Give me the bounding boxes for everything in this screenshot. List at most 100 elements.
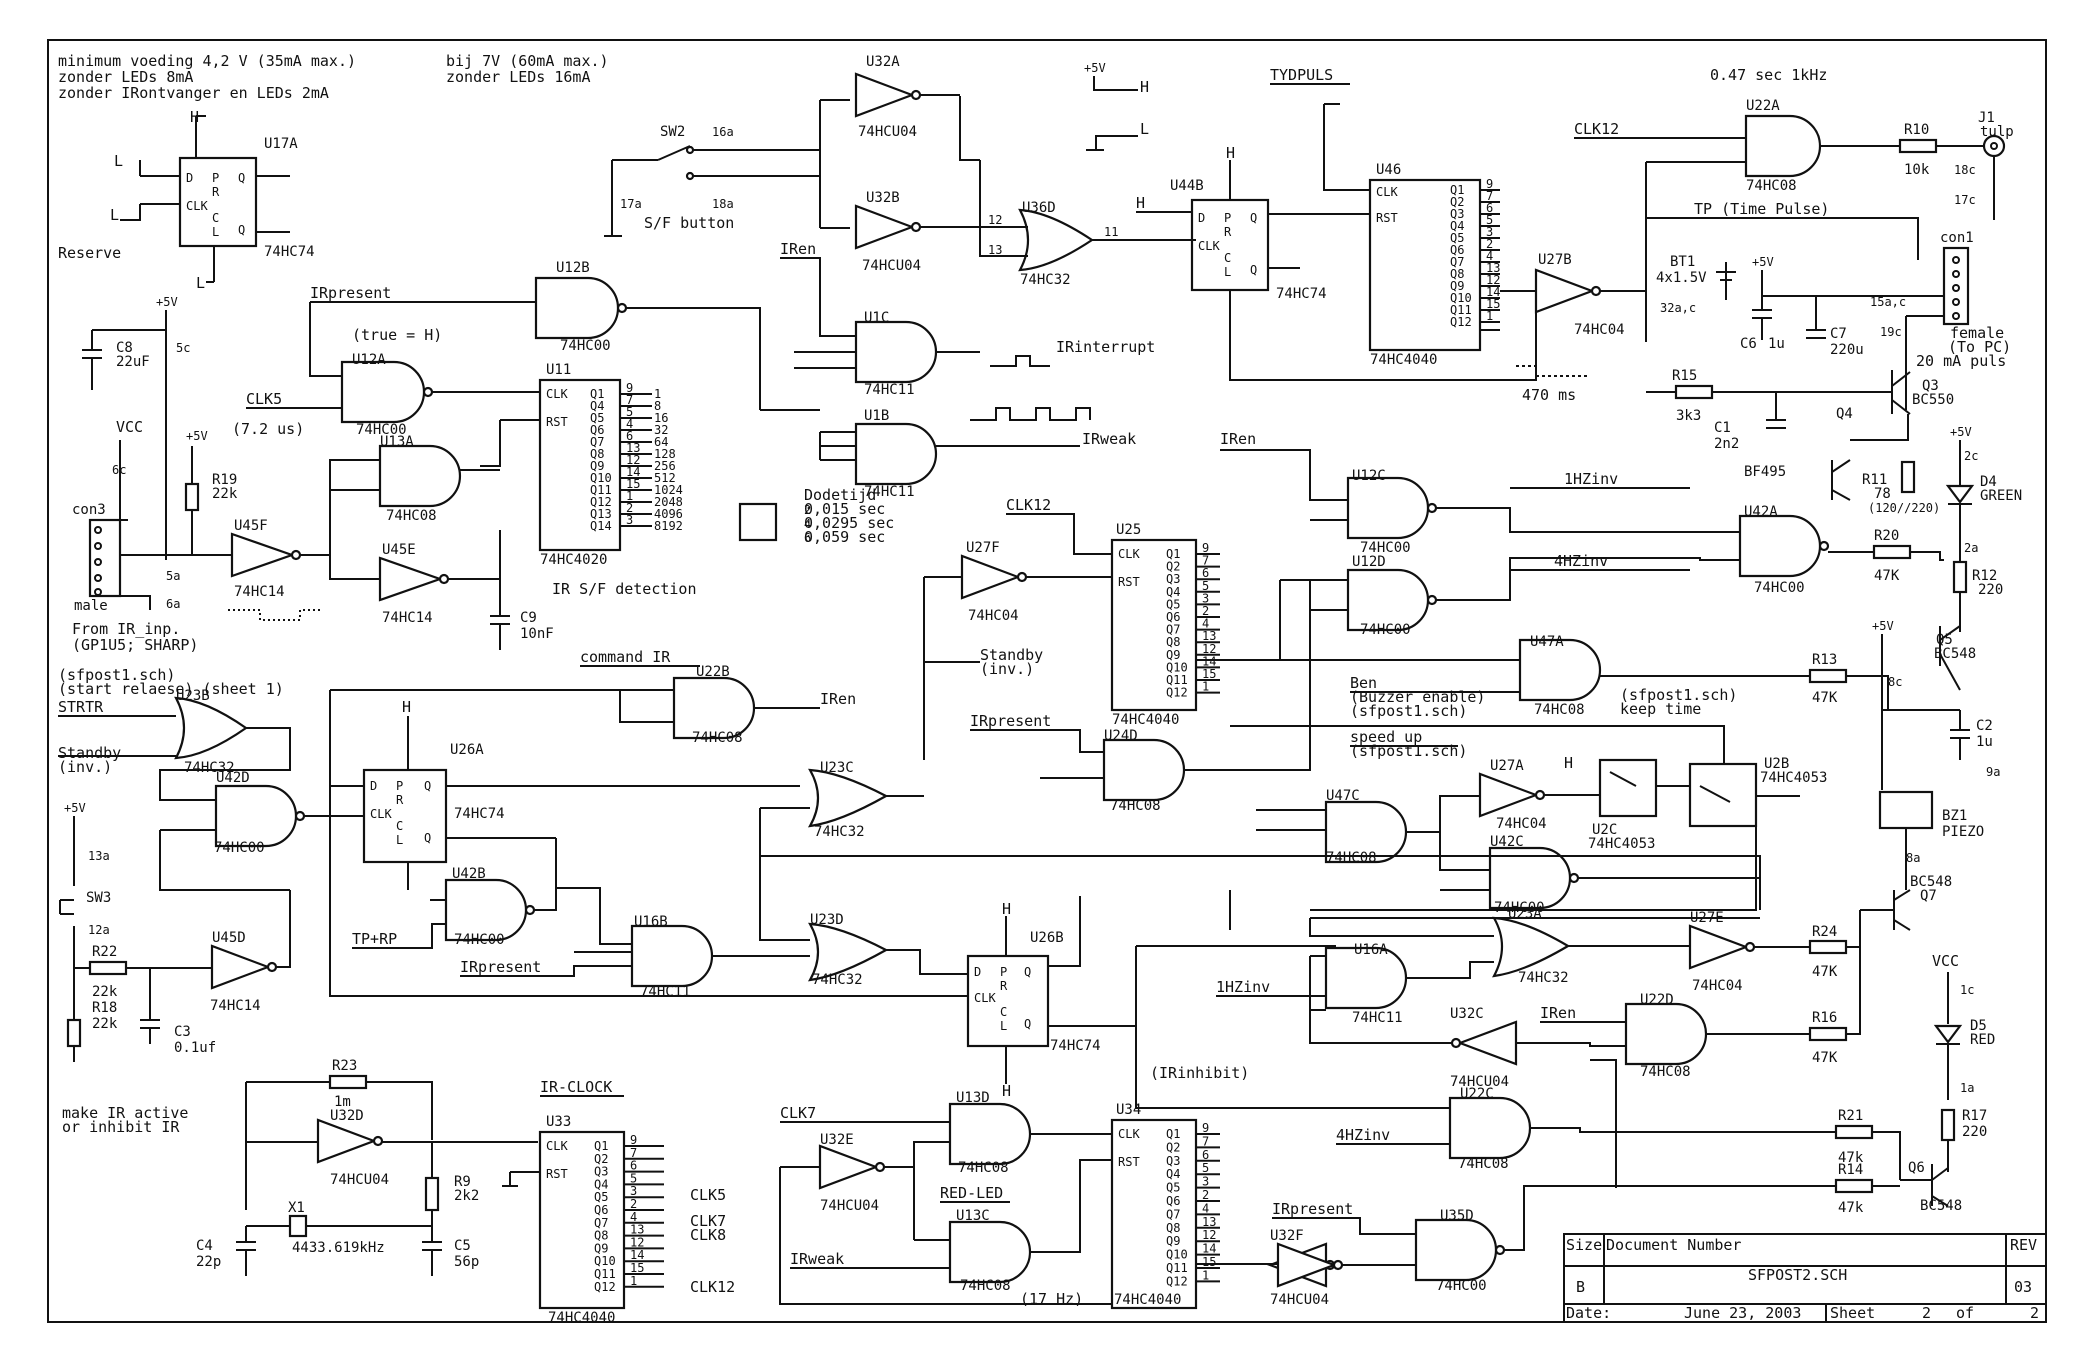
- svg-text:12a: 12a: [88, 923, 110, 937]
- j1-type: tulp: [1980, 124, 2014, 140]
- counter-output-label: Q4: [1166, 585, 1180, 599]
- svg-text:(7.2 us): (7.2 us): [232, 420, 304, 438]
- svg-text:RST: RST: [1118, 1155, 1140, 1169]
- svg-text:H: H: [1002, 1082, 1011, 1100]
- counter-pin-number: 13: [1202, 629, 1216, 643]
- svg-text:TP+RP: TP+RP: [352, 930, 397, 948]
- q6-ref: Q6: [1908, 1160, 1925, 1176]
- counter-output-label: Q1: [1450, 183, 1464, 197]
- irinterrupt-label: IRinterrupt: [1056, 338, 1155, 356]
- counter-pin-number: 9: [1202, 541, 1209, 555]
- svg-text:1c: 1c: [1960, 983, 1974, 997]
- c6-value: 1u: [1768, 336, 1785, 352]
- counter-output-label: Q10: [1450, 291, 1472, 305]
- counter-pin-number: 14: [1202, 654, 1216, 668]
- u33-type: 74HC4040: [548, 1310, 615, 1326]
- q5-type: BC548: [1934, 646, 1976, 662]
- svg-text:Q: Q: [238, 223, 245, 237]
- r22-ref: R22: [92, 944, 117, 960]
- note-no-leds: zonder LEDs 8mA: [58, 68, 193, 86]
- r24-ref: R24: [1812, 924, 1837, 940]
- svg-text:1HZinv: 1HZinv: [1564, 470, 1618, 488]
- u36d-type: 74HC32: [1020, 272, 1071, 288]
- r20-value: 47K: [1874, 568, 1900, 584]
- u12b-ref: U12B: [556, 260, 590, 276]
- r12-value: 220: [1978, 582, 2003, 598]
- c7-value: 220u: [1830, 342, 1864, 358]
- svg-text:+5V: +5V: [1872, 619, 1894, 633]
- counter-output-label: Q3: [1450, 207, 1464, 221]
- svg-text:D: D: [370, 779, 377, 793]
- svg-text:Q: Q: [1024, 965, 1031, 979]
- counter-output-label: Q11: [1166, 673, 1188, 687]
- counter-divisor: 16: [654, 411, 668, 425]
- u36d-ref: U36D: [1022, 200, 1056, 216]
- svg-text:L: L: [1140, 120, 1149, 138]
- reserve-label: Reserve: [58, 244, 121, 262]
- counter-pin-number: 12: [1486, 273, 1500, 287]
- counter-output-label: Q10: [590, 471, 612, 485]
- u16a-type: 74HC11: [1352, 1010, 1403, 1026]
- u27e-ref: U27E: [1690, 910, 1724, 926]
- u2b-type: 74HC4053: [1760, 770, 1827, 786]
- svg-text:(GP1U5; SHARP): (GP1U5; SHARP): [72, 636, 198, 654]
- bt1-ref: BT1: [1670, 254, 1695, 270]
- u23a-ref: U23A: [1508, 906, 1542, 922]
- c3-value: 0.1uf: [174, 1040, 216, 1056]
- pulse-output: 0.47 sec 1kHz CLK12 U22A 74HC08 R10 10k …: [1574, 66, 2014, 342]
- u16a-ref: U16A: [1354, 942, 1388, 958]
- svg-text:D: D: [974, 965, 981, 979]
- bt1-value: 4x1.5V: [1656, 270, 1707, 286]
- svg-text:19c: 19c: [1880, 325, 1902, 339]
- con3-type: male: [74, 598, 108, 614]
- svg-text:CLK: CLK: [1118, 547, 1140, 561]
- irinhibit-label: (IRinhibit): [1150, 1064, 1249, 1082]
- r15-value: 3k3: [1676, 408, 1701, 424]
- counter-pin-number: 6: [1202, 1148, 1209, 1162]
- svg-text:IRen: IRen: [1220, 430, 1256, 448]
- svg-text:IRen: IRen: [1540, 1004, 1576, 1022]
- u33-ref: U33: [546, 1114, 571, 1130]
- counter-pin-number: 1: [1486, 309, 1493, 323]
- counter-pin-number: 5: [1202, 1161, 1209, 1175]
- r9-ref: R9: [454, 1174, 471, 1190]
- counter-output-label: Q4: [594, 1177, 608, 1191]
- u12a-ref: U12A: [352, 352, 386, 368]
- u46-ref: U46: [1376, 162, 1401, 178]
- hl-reference: +5V H L: [1084, 61, 1149, 151]
- counter-output-label: Q2: [594, 1152, 608, 1166]
- counter-pin-number: 2: [626, 501, 633, 515]
- svg-text:IRpresent: IRpresent: [970, 712, 1051, 730]
- note-7v: bij 7V (60mA max.): [446, 52, 609, 70]
- c8-value: 22uF: [116, 354, 150, 370]
- counter-output-label: Q10: [1166, 660, 1188, 674]
- counter-pin-number: 3: [626, 513, 633, 527]
- svg-text:20 mA puls: 20 mA puls: [1916, 352, 2006, 370]
- u32f-ref: U32F: [1270, 1228, 1304, 1244]
- counter-divisor: 8192: [654, 519, 683, 533]
- svg-text:H: H: [1002, 900, 1011, 918]
- battery-section: BT1 4x1.5V 32a,c +5V C6 1u C7 220u 15a,c…: [1656, 230, 2011, 410]
- c4-value: 22p: [196, 1254, 221, 1270]
- counter-output-label: Q7: [1450, 255, 1464, 269]
- q5-ref: Q5: [1936, 632, 1953, 648]
- of-value: 2: [2030, 1304, 2039, 1322]
- svg-text:IRpresent: IRpresent: [460, 958, 541, 976]
- counter-divisor: 1024: [654, 483, 683, 497]
- r24-value: 47K: [1812, 964, 1838, 980]
- counter-output-label: Q7: [1166, 623, 1180, 637]
- sf-button-label: S/F button: [644, 214, 734, 232]
- counter-output-label: Q8: [1166, 635, 1180, 649]
- svg-text:Q: Q: [1250, 263, 1257, 277]
- buzzer-logic: U47A 74HC08 Ben (Buzzer enable) (sfpost1…: [1196, 634, 1889, 720]
- u22c-type: 74HC08: [1458, 1156, 1509, 1172]
- c4-ref: C4: [196, 1238, 213, 1254]
- u27a-ref: U27A: [1490, 758, 1524, 774]
- svg-text:L: L: [396, 833, 403, 847]
- docnum-value: SFPOST2.SCH: [1748, 1266, 1847, 1284]
- svg-text:CLK: CLK: [1118, 1127, 1140, 1141]
- u22c-ref: U22C: [1460, 1086, 1494, 1102]
- svg-text:Standby: Standby: [980, 646, 1043, 664]
- counter-output-label: Q8: [594, 1229, 608, 1243]
